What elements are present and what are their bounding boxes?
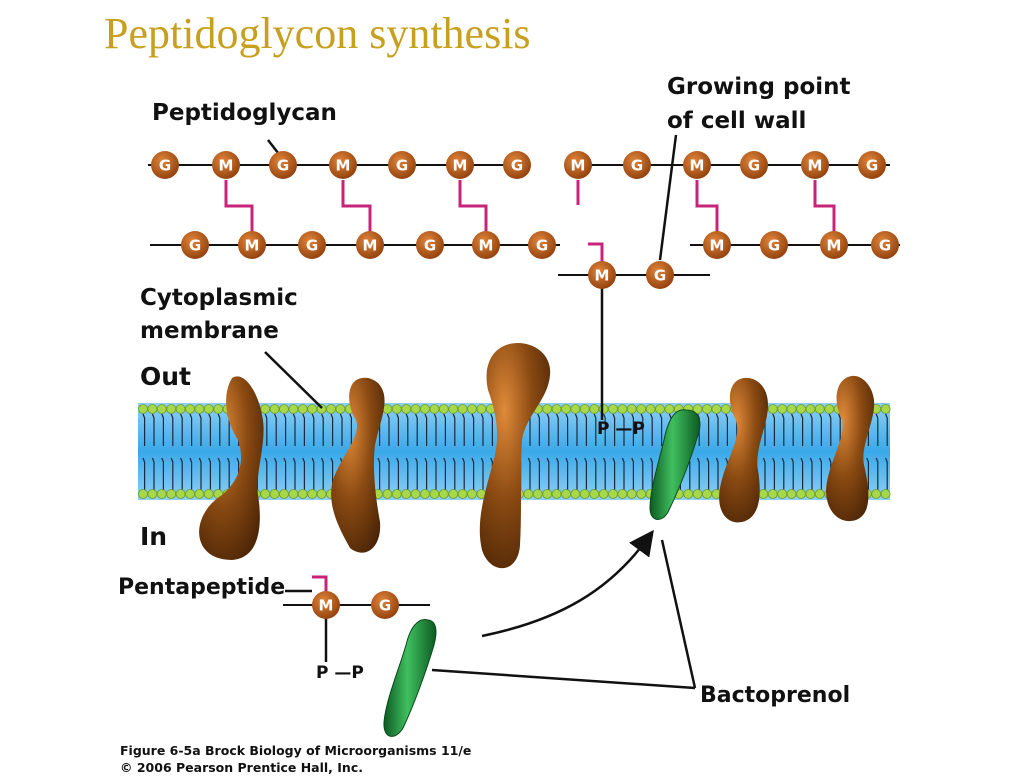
- svg-text:G: G: [866, 157, 878, 175]
- svg-text:M: M: [690, 157, 705, 175]
- nag-sugar-node: G: [528, 231, 556, 259]
- svg-text:G: G: [189, 237, 201, 255]
- svg-text:G: G: [536, 237, 548, 255]
- membrane-protein-4: [719, 377, 768, 523]
- svg-text:G: G: [396, 157, 408, 175]
- svg-text:M: M: [336, 157, 351, 175]
- nam-sugar-node: M: [356, 231, 384, 259]
- svg-text:G: G: [511, 157, 523, 175]
- svg-text:M: M: [808, 157, 823, 175]
- nam-sugar-node: M: [472, 231, 500, 259]
- bactoprenol-in-membrane: [649, 409, 701, 520]
- nam-sugar-node: M: [312, 591, 340, 619]
- out-label: Out: [140, 362, 191, 391]
- growing-point-label-line1: Growing point: [667, 74, 851, 100]
- cytoplasmic-label-line1: Cytoplasmic: [140, 285, 298, 311]
- nam-sugar-node: M: [212, 151, 240, 179]
- nag-sugar-node: G: [298, 231, 326, 259]
- nag-sugar-node: G: [416, 231, 444, 259]
- svg-text:M: M: [710, 237, 725, 255]
- svg-text:M: M: [453, 157, 468, 175]
- nag-sugar-node: G: [858, 151, 886, 179]
- nam-sugar-node: M: [703, 231, 731, 259]
- credit-line-1: Figure 6-5a Brock Biology of Microorgani…: [120, 743, 472, 758]
- nag-sugar-node: G: [740, 151, 768, 179]
- svg-text:M: M: [595, 267, 610, 285]
- nag-sugar-node: G: [388, 151, 416, 179]
- nam-sugar-node: M: [238, 231, 266, 259]
- svg-text:G: G: [159, 157, 171, 175]
- svg-text:G: G: [277, 157, 289, 175]
- precursor-phosphate-link: P —P: [316, 663, 364, 683]
- nam-sugar-node: M: [588, 261, 616, 289]
- svg-text:M: M: [479, 237, 494, 255]
- peptide-bridges: [224, 180, 836, 592]
- nag-sugar-node: G: [151, 151, 179, 179]
- in-label: In: [140, 522, 167, 551]
- svg-text:G: G: [379, 597, 391, 615]
- nam-sugar-node: M: [329, 151, 357, 179]
- svg-text:G: G: [631, 157, 643, 175]
- cytoplasmic-label-line2: membrane: [140, 318, 279, 344]
- nag-sugar-node: G: [760, 231, 788, 259]
- svg-text:G: G: [424, 237, 436, 255]
- figure-credit: Figure 6-5a Brock Biology of Microorgani…: [120, 742, 471, 776]
- pentapeptide-label: Pentapeptide: [118, 575, 285, 600]
- svg-text:G: G: [768, 237, 780, 255]
- nag-sugar-node: G: [623, 151, 651, 179]
- svg-text:G: G: [654, 267, 666, 285]
- pointer-lines: [264, 134, 697, 690]
- nam-sugar-node: M: [801, 151, 829, 179]
- nam-sugar-node: M: [820, 231, 848, 259]
- svg-text:G: G: [306, 237, 318, 255]
- membrane-protein-3: [479, 343, 551, 569]
- svg-text:M: M: [363, 237, 378, 255]
- nag-sugar-node: G: [503, 151, 531, 179]
- nam-sugar-node: M: [683, 151, 711, 179]
- svg-text:G: G: [879, 237, 891, 255]
- membrane-protein-2: [331, 377, 385, 553]
- svg-text:M: M: [827, 237, 842, 255]
- nag-sugar-node: G: [181, 231, 209, 259]
- nam-sugar-node: M: [446, 151, 474, 179]
- nag-sugar-node: G: [269, 151, 297, 179]
- svg-text:M: M: [245, 237, 260, 255]
- membrane-phosphate-link: P —P: [597, 419, 645, 439]
- svg-text:M: M: [219, 157, 234, 175]
- bactoprenol-cytoplasm: [383, 619, 437, 737]
- nam-sugar-node: M: [564, 151, 592, 179]
- svg-text:M: M: [319, 597, 334, 615]
- nag-sugar-node: G: [371, 591, 399, 619]
- bactoprenol-label: Bactoprenol: [700, 683, 850, 708]
- page-title: Peptidoglycon synthesis: [104, 9, 531, 58]
- nag-sugar-node: G: [871, 231, 899, 259]
- growing-point-label-line2: of cell wall: [667, 108, 806, 134]
- bactoprenol-carriers: [383, 409, 701, 737]
- svg-text:M: M: [571, 157, 586, 175]
- sugar-nodes: G M G M G M G M G M G M G G M G M G M G M G M G M G M G: [151, 151, 899, 619]
- peptidoglycan-label: Peptidoglycan: [152, 100, 337, 126]
- svg-text:G: G: [748, 157, 760, 175]
- membrane-protein-5: [826, 375, 875, 522]
- membrane-protein-1: [199, 376, 264, 560]
- membrane-proteins: [199, 343, 875, 569]
- nag-sugar-node: G: [646, 261, 674, 289]
